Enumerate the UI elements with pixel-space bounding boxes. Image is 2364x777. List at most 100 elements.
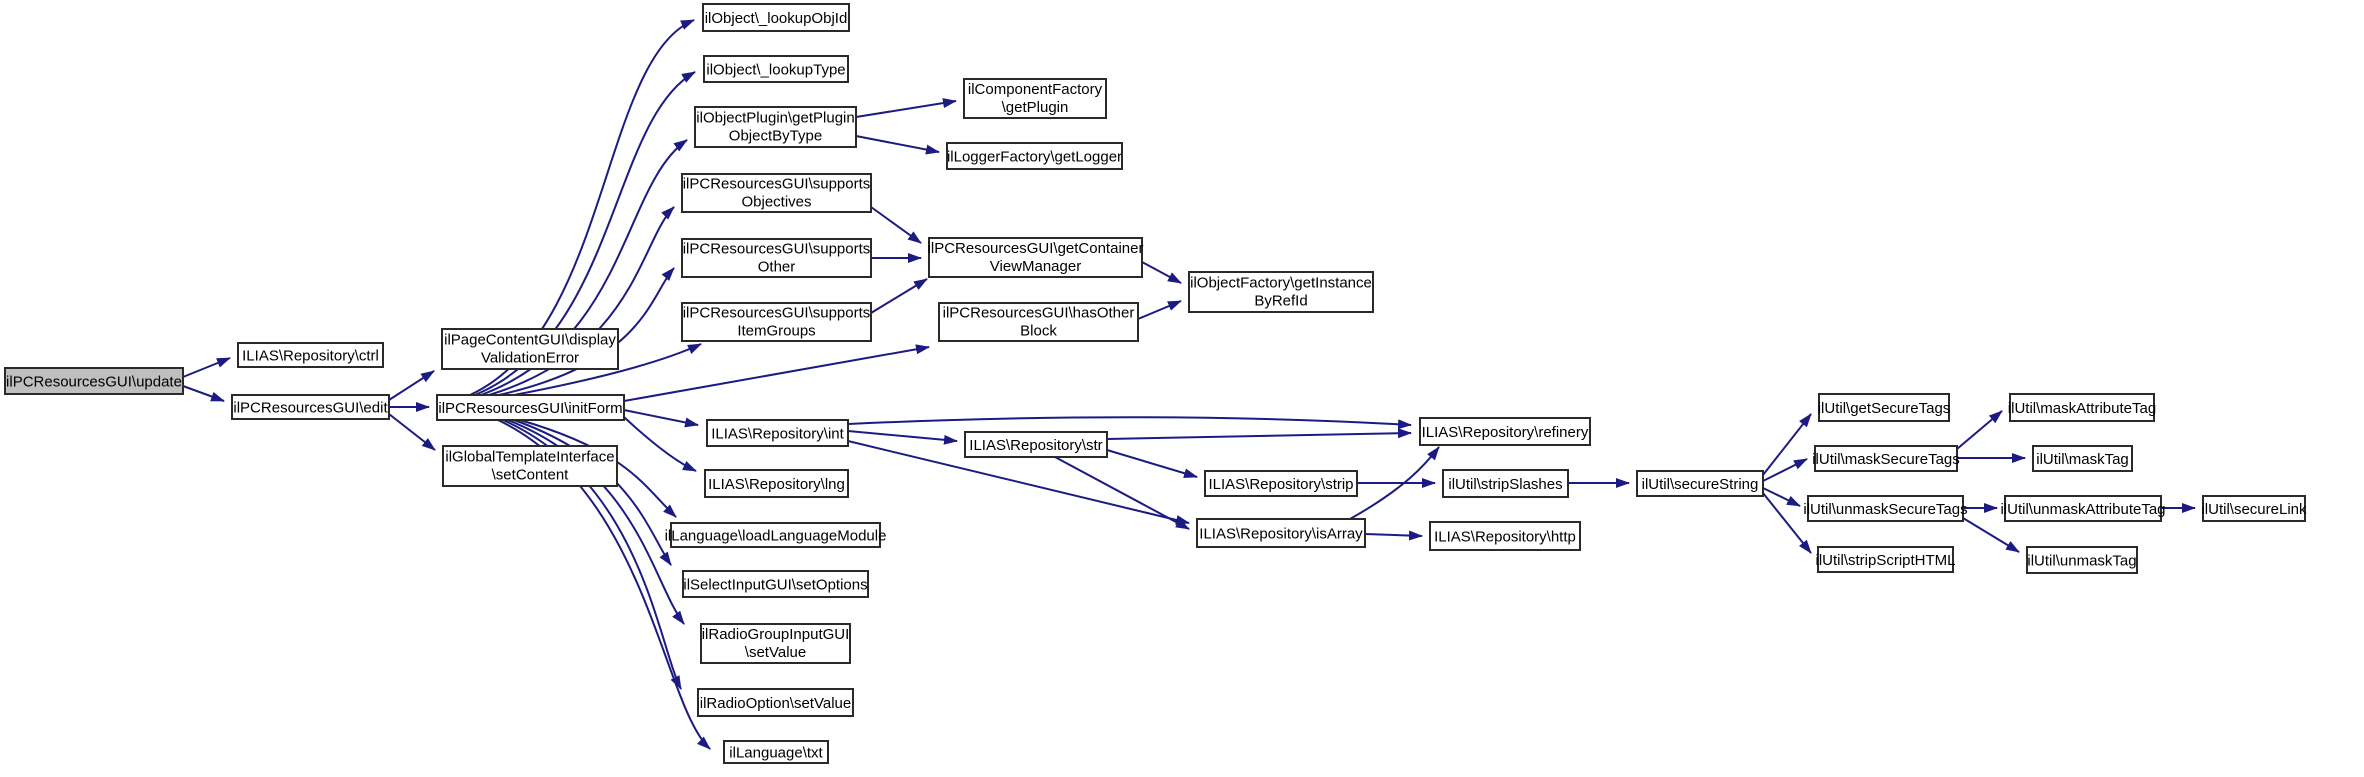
node-box-edit bbox=[231, 394, 390, 420]
node-label-update-line0: ilPCResourcesGUI\update bbox=[6, 374, 182, 391]
node-label-setContent-line0: ilGlobalTemplateInterface bbox=[445, 449, 614, 466]
node-label-supportsOther-line0: ilPCResourcesGUI\supports bbox=[683, 241, 871, 258]
node-strip[interactable]: ILIAS\Repository\strip bbox=[1204, 470, 1358, 497]
node-box-txt bbox=[723, 740, 829, 764]
node-label-secureString-line0: ilUtil\secureString bbox=[1642, 476, 1759, 493]
node-radioGroupSetValue[interactable]: ilRadioGroupInputGUI\setValue bbox=[700, 623, 851, 664]
node-getLogger[interactable]: ilLoggerFactory\getLogger bbox=[946, 142, 1123, 170]
node-box-ctrl bbox=[237, 342, 384, 368]
edge-edit-to-displayValidationError bbox=[388, 370, 435, 401]
edge-secureString-to-maskSecureTags bbox=[1762, 458, 1808, 482]
node-secureString[interactable]: ilUtil\secureString bbox=[1636, 470, 1764, 497]
node-initForm[interactable]: ilPCResourcesGUI\initForm bbox=[436, 394, 625, 421]
node-isArray[interactable]: ILIAS\Repository\isArray bbox=[1196, 518, 1366, 548]
node-box-lookupType bbox=[703, 55, 849, 83]
node-str[interactable]: ILIAS\Repository\str bbox=[964, 431, 1108, 458]
node-label-setContent-line1: \setContent bbox=[492, 467, 570, 484]
node-radioOptionSetValue[interactable]: ilRadioOption\setValue bbox=[697, 688, 854, 717]
node-edit[interactable]: ilPCResourcesGUI\edit bbox=[231, 394, 390, 420]
node-lng[interactable]: ILIAS\Repository\lng bbox=[704, 469, 849, 498]
node-box-int bbox=[706, 419, 849, 447]
node-label-supportsObjectives-line1: Objectives bbox=[741, 194, 811, 211]
edge-isArray-to-http bbox=[1364, 530, 1423, 541]
node-label-supportsObjectives-line0: ilPCResourcesGUI\supports bbox=[683, 176, 871, 193]
node-label-hasOtherBlock-line1: Block bbox=[1020, 323, 1057, 340]
node-txt[interactable]: ilLanguage\txt bbox=[723, 740, 829, 764]
node-box-getPluginObjectByType bbox=[694, 106, 857, 148]
node-label-edit-line0: ilPCResourcesGUI\edit bbox=[233, 400, 388, 417]
node-loadLanguageModule[interactable]: ilLanguage\loadLanguageModule bbox=[665, 522, 887, 548]
edge-int-to-isArray bbox=[847, 440, 1190, 525]
node-box-getSecureTags bbox=[1818, 393, 1950, 422]
node-refinery[interactable]: ILIAS\Repository\refinery bbox=[1419, 417, 1591, 446]
node-box-initForm bbox=[436, 394, 625, 421]
node-getPlugin[interactable]: ilComponentFactory\getPlugin bbox=[963, 78, 1107, 119]
node-ctrl[interactable]: ILIAS\Repository\ctrl bbox=[237, 342, 384, 368]
node-box-setContent bbox=[442, 445, 618, 487]
node-http[interactable]: ILIAS\Repository\http bbox=[1429, 521, 1581, 551]
edge-secureString-to-getSecureTags bbox=[1762, 413, 1812, 476]
node-unmaskAttributeTag[interactable]: ilUtil\unmaskAttributeTag bbox=[2000, 495, 2166, 522]
node-int[interactable]: ILIAS\Repository\int bbox=[706, 419, 849, 447]
node-secureLink[interactable]: ilUtil\secureLink bbox=[2201, 495, 2307, 522]
node-box-supportsObjectives bbox=[681, 173, 872, 213]
node-box-stripSlashes bbox=[1442, 469, 1569, 498]
node-unmaskSecureTags[interactable]: ilUtil\unmaskSecureTags bbox=[1803, 495, 1968, 522]
node-stripScriptHTML[interactable]: ilUtil\stripScriptHTML bbox=[1815, 546, 1956, 573]
edge-update-to-edit bbox=[182, 385, 225, 402]
node-maskTag[interactable]: ilUtil\maskTag bbox=[2032, 445, 2133, 472]
node-box-stripScriptHTML bbox=[1817, 546, 1954, 573]
edge-hasOtherBlock-to-getInstanceByRefId bbox=[1137, 300, 1182, 320]
node-getSecureTags[interactable]: ilUtil\getSecureTags bbox=[1818, 393, 1951, 422]
node-lookupType[interactable]: ilObject\_lookupType bbox=[703, 55, 849, 83]
node-box-unmaskSecureTags bbox=[1807, 495, 1964, 522]
node-label-ctrl-line0: ILIAS\Repository\ctrl bbox=[242, 348, 379, 365]
node-update[interactable]: ilPCResourcesGUI\update bbox=[4, 367, 184, 395]
node-label-unmaskSecureTags-line0: ilUtil\unmaskSecureTags bbox=[1803, 501, 1967, 518]
node-box-radioGroupSetValue bbox=[700, 623, 851, 664]
node-label-txt-line0: ilLanguage\txt bbox=[729, 745, 823, 762]
node-label-displayValidationError-line1: ValidationError bbox=[481, 350, 579, 367]
edge-initForm-to-supportsItemGroups bbox=[513, 343, 702, 396]
node-maskAttributeTag[interactable]: ilUtil\maskAttributeTag bbox=[2008, 393, 2156, 422]
node-label-lookupType-line0: ilObject\_lookupType bbox=[706, 62, 845, 79]
node-label-getPlugin-line0: ilComponentFactory bbox=[968, 81, 1103, 98]
node-stripSlashes[interactable]: ilUtil\stripSlashes bbox=[1442, 469, 1569, 498]
node-label-supportsItemGroups-line1: ItemGroups bbox=[737, 323, 815, 340]
node-box-maskSecureTags bbox=[1814, 445, 1958, 472]
edge-supportsObjectives-to-getContainerViewManager bbox=[870, 206, 922, 244]
edge-initForm-to-hasOtherBlock bbox=[623, 344, 930, 402]
node-box-secureLink bbox=[2202, 495, 2306, 522]
node-label-maskTag-line0: ilUtil\maskTag bbox=[2036, 451, 2129, 468]
node-label-isArray-line0: ILIAS\Repository\isArray bbox=[1199, 526, 1363, 543]
node-label-unmaskAttributeTag-line0: ilUtil\unmaskAttributeTag bbox=[2000, 501, 2165, 518]
node-label-secureLink-line0: ilUtil\secureLink bbox=[2201, 501, 2307, 518]
node-label-getInstanceByRefId-line0: ilObjectFactory\getInstance bbox=[1190, 275, 1372, 292]
node-label-getPluginObjectByType-line1: ObjectByType bbox=[729, 128, 822, 145]
node-label-loadLanguageModule-line0: ilLanguage\loadLanguageModule bbox=[665, 528, 887, 545]
node-setContent[interactable]: ilGlobalTemplateInterface\setContent bbox=[442, 445, 618, 487]
node-unmaskTag[interactable]: ilUtil\unmaskTag bbox=[2026, 546, 2138, 574]
node-lookupObjId[interactable]: ilObject\_lookupObjId bbox=[702, 3, 850, 32]
node-label-setOptions-line0: ilSelectInputGUI\setOptions bbox=[683, 577, 867, 594]
node-maskSecureTags[interactable]: ilUtil\maskSecureTags bbox=[1812, 445, 1960, 472]
node-label-str-line0: ILIAS\Repository\str bbox=[969, 437, 1102, 454]
node-box-lookupObjId bbox=[702, 3, 850, 32]
node-box-supportsItemGroups bbox=[681, 302, 872, 342]
edge-unmaskSecureTags-to-unmaskTag bbox=[1962, 517, 2020, 553]
edge-maskSecureTags-to-maskAttributeTag bbox=[1956, 410, 2003, 450]
node-label-getContainerViewManager-line1: ViewManager bbox=[990, 258, 1081, 275]
edge-initForm-to-loadLanguageModule bbox=[519, 419, 677, 518]
edge-initForm-to-supportsOther bbox=[498, 267, 675, 396]
node-setOptions[interactable]: ilSelectInputGUI\setOptions bbox=[682, 570, 869, 598]
node-label-lookupObjId-line0: ilObject\_lookupObjId bbox=[705, 10, 848, 27]
node-box-maskAttributeTag bbox=[2009, 393, 2155, 422]
